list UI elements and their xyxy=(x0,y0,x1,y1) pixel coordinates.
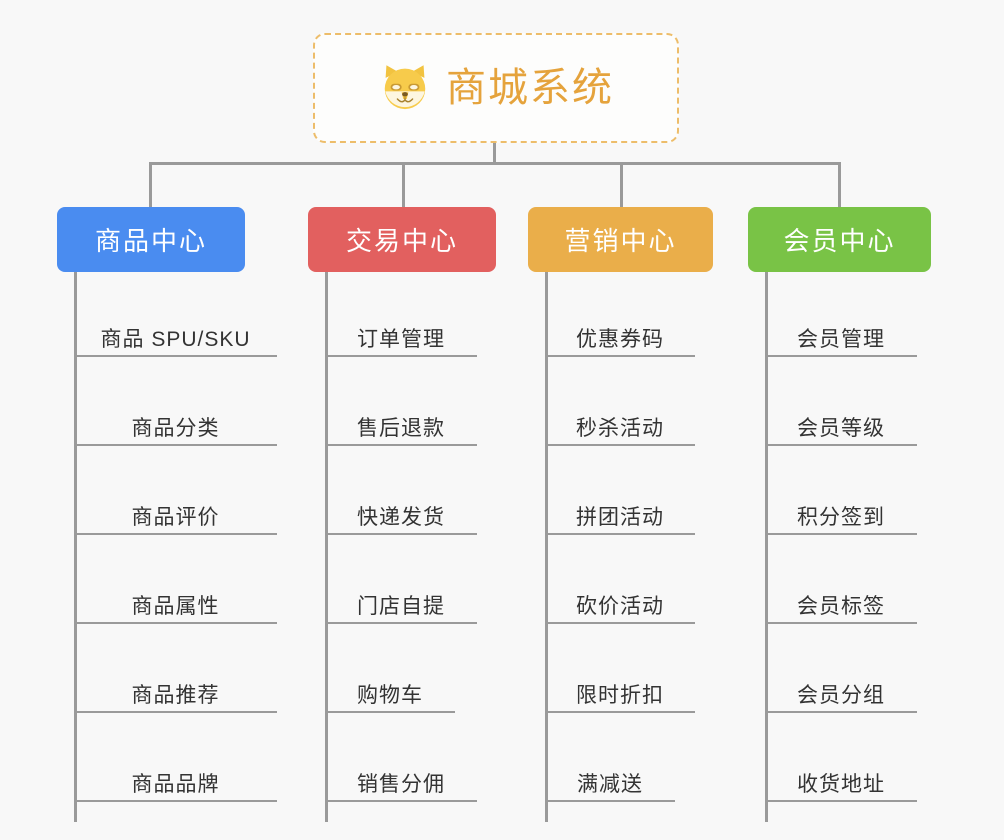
leaf-label: 购物车 xyxy=(357,683,423,707)
leaf-label: 会员管理 xyxy=(797,327,885,351)
drop-line-marketing xyxy=(620,162,623,209)
leaf-label: 优惠券码 xyxy=(576,327,664,351)
leaf-label: 快递发货 xyxy=(357,505,445,529)
trunk-line-member xyxy=(765,272,768,822)
drop-line-trade xyxy=(402,162,405,209)
leaf-item[interactable]: 销售分佣 xyxy=(325,758,477,802)
leaf-item[interactable]: 限时折扣 xyxy=(545,669,695,713)
leaf-item[interactable]: 会员等级 xyxy=(765,402,917,446)
leaf-item[interactable]: 商品 SPU/SKU xyxy=(74,313,277,357)
leaf-item[interactable]: 拼团活动 xyxy=(545,491,695,535)
leaf-item[interactable]: 秒杀活动 xyxy=(545,402,695,446)
leaf-label: 订单管理 xyxy=(357,327,445,351)
leaf-label: 会员标签 xyxy=(797,594,885,618)
leaf-label: 收货地址 xyxy=(797,772,885,796)
category-label-member: 会员中心 xyxy=(783,226,896,256)
leaf-item[interactable]: 商品推荐 xyxy=(74,669,277,713)
leaf-label: 商品品牌 xyxy=(131,772,220,796)
leaf-label: 满减送 xyxy=(577,772,643,796)
category-box-member[interactable]: 会员中心 xyxy=(748,207,931,272)
leaf-item[interactable]: 商品评价 xyxy=(74,491,277,535)
leaf-label: 商品推荐 xyxy=(131,683,220,707)
leaf-label: 积分签到 xyxy=(797,505,885,529)
leaf-item[interactable]: 购物车 xyxy=(325,669,455,713)
category-label-marketing: 营销中心 xyxy=(564,226,677,256)
leaf-item[interactable]: 会员分组 xyxy=(765,669,917,713)
leaf-item[interactable]: 商品品牌 xyxy=(74,758,277,802)
trunk-line-product xyxy=(74,272,77,822)
leaf-item[interactable]: 订单管理 xyxy=(325,313,477,357)
root-title: 商城系统 xyxy=(446,66,614,110)
leaf-item[interactable]: 优惠券码 xyxy=(545,313,695,357)
shiba-dog-face-icon xyxy=(384,65,426,110)
leaf-item[interactable]: 售后退款 xyxy=(325,402,477,446)
trunk-line-marketing xyxy=(545,272,548,822)
root-stem-line xyxy=(493,143,496,165)
category-label-product: 商品中心 xyxy=(94,226,207,256)
leaf-label: 销售分佣 xyxy=(357,772,445,796)
leaf-label: 砍价活动 xyxy=(576,594,664,618)
drop-line-product xyxy=(149,162,152,209)
leaf-label: 会员分组 xyxy=(797,683,885,707)
drop-line-member xyxy=(838,162,841,209)
leaf-label: 商品评价 xyxy=(131,505,220,529)
leaf-label: 商品属性 xyxy=(131,594,220,618)
leaf-label: 拼团活动 xyxy=(576,505,664,529)
root-node[interactable]: 商城系统 xyxy=(313,33,679,143)
leaf-label: 秒杀活动 xyxy=(576,416,664,440)
leaf-item[interactable]: 积分签到 xyxy=(765,491,917,535)
bus-line xyxy=(149,162,841,165)
category-label-trade: 交易中心 xyxy=(345,226,458,256)
leaf-item[interactable]: 会员标签 xyxy=(765,580,917,624)
category-box-product[interactable]: 商品中心 xyxy=(57,207,245,272)
leaf-item[interactable]: 门店自提 xyxy=(325,580,477,624)
leaf-item[interactable]: 砍价活动 xyxy=(545,580,695,624)
leaf-label: 门店自提 xyxy=(357,594,445,618)
leaf-label: 售后退款 xyxy=(357,416,445,440)
leaf-label: 会员等级 xyxy=(797,416,885,440)
category-box-trade[interactable]: 交易中心 xyxy=(308,207,496,272)
trunk-line-trade xyxy=(325,272,328,822)
leaf-item[interactable]: 会员管理 xyxy=(765,313,917,357)
leaf-item[interactable]: 商品属性 xyxy=(74,580,277,624)
leaf-item[interactable]: 收货地址 xyxy=(765,758,917,802)
leaf-item[interactable]: 满减送 xyxy=(545,758,675,802)
leaf-label: 商品 SPU/SKU xyxy=(100,327,251,351)
leaf-item[interactable]: 商品分类 xyxy=(74,402,277,446)
leaf-item[interactable]: 快递发货 xyxy=(325,491,477,535)
leaf-label: 商品分类 xyxy=(131,416,220,440)
leaf-label: 限时折扣 xyxy=(576,683,664,707)
category-box-marketing[interactable]: 营销中心 xyxy=(528,207,713,272)
